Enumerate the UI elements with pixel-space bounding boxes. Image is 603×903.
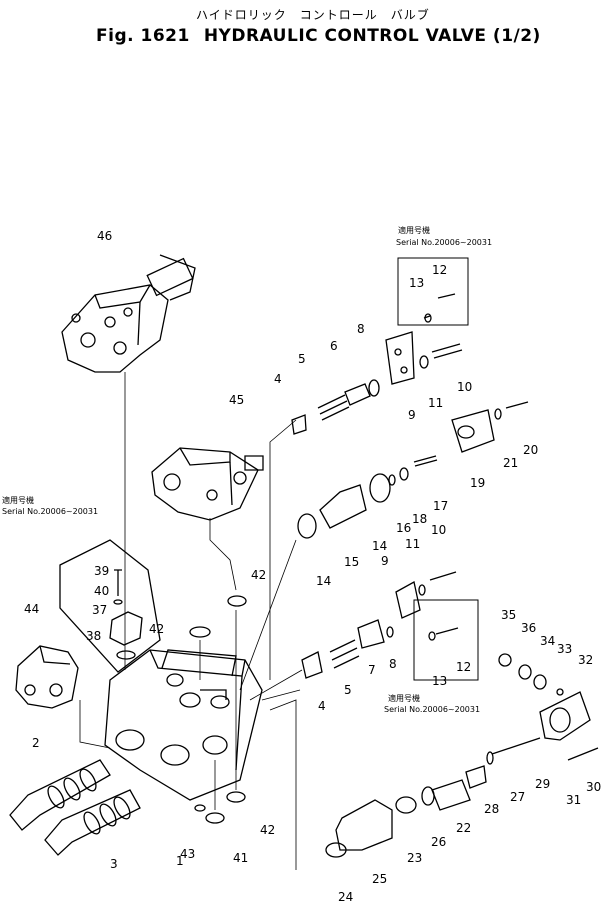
part-label: 44 <box>24 602 40 616</box>
part-label: 34 <box>540 634 556 648</box>
part-label: 42 <box>251 568 267 582</box>
callout-frame-left <box>60 540 160 672</box>
japanese-title: ハイドロリック コントロール バルブ <box>196 8 430 22</box>
note-serial-top: Serial No.20006~20031 <box>396 238 493 247</box>
part-label: 1 <box>176 854 184 868</box>
part-label: 11 <box>405 537 421 551</box>
part-label: 30 <box>586 780 602 794</box>
part-label: 26 <box>431 835 447 849</box>
part-label: 18 <box>412 512 428 526</box>
part-label: 4 <box>318 699 326 713</box>
note-serial-mid: Serial No.20006~20031 <box>384 705 481 714</box>
part-label: 38 <box>86 629 102 643</box>
figure-title: HYDRAULIC CONTROL VALVE (1/2) <box>203 26 541 46</box>
part-label: 28 <box>484 802 500 816</box>
part-label: 9 <box>381 554 389 568</box>
note-serial-left: Serial No.20006~20031 <box>2 507 99 516</box>
part-label: 12 <box>456 660 472 674</box>
part-label: 10 <box>457 380 473 394</box>
part-label: 42 <box>260 823 276 837</box>
part-label: 40 <box>94 584 110 598</box>
note-applicable-top: 適用号機 <box>398 226 430 235</box>
part-label: 25 <box>372 872 388 886</box>
part-label: 5 <box>298 352 306 366</box>
part-label: 39 <box>94 564 110 578</box>
part-1-valve-body <box>105 650 262 800</box>
part-label: 32 <box>578 653 594 667</box>
part-label: 35 <box>501 608 517 622</box>
part-label: 42 <box>149 622 165 636</box>
part-label: 31 <box>566 793 582 807</box>
part-label: 21 <box>503 456 519 470</box>
part-label: 17 <box>433 499 449 513</box>
figure-heading: Fig. 1621 HYDRAULIC CONTROL VALVE (1/2) <box>96 26 555 46</box>
part-46-assembly <box>62 255 195 372</box>
part-label: 41 <box>233 851 249 865</box>
part-label: 33 <box>557 642 573 656</box>
part-label: 2 <box>32 736 40 750</box>
part-label: 37 <box>92 603 108 617</box>
callout-frame-mid <box>414 600 478 680</box>
assembly-lines <box>80 372 302 870</box>
part-label: 10 <box>431 523 447 537</box>
part-label: 46 <box>97 229 113 243</box>
figure-number: Fig. 1621 <box>96 26 190 46</box>
part-label: 15 <box>344 555 360 569</box>
note-applicable-left: 適用号機 <box>2 496 34 505</box>
part-label: 23 <box>407 851 423 865</box>
part-label: 13 <box>432 674 448 688</box>
part-label: 8 <box>389 657 397 671</box>
part-label: 13 <box>409 276 425 290</box>
part-label: 20 <box>523 443 539 457</box>
part-label: 14 <box>316 574 332 588</box>
part-3-spool <box>45 790 140 855</box>
part-label: 3 <box>110 857 118 871</box>
part-label: 7 <box>368 663 376 677</box>
part-label: 12 <box>432 263 448 277</box>
part-label: 6 <box>330 339 338 353</box>
part-label: 36 <box>521 621 537 635</box>
part-label: 16 <box>396 521 412 535</box>
o-rings <box>190 596 246 823</box>
part-label: 11 <box>428 396 444 410</box>
part-label: 29 <box>535 777 551 791</box>
part-label: 22 <box>456 821 472 835</box>
callout-frame-top <box>398 258 468 325</box>
part-label: 43 <box>180 847 196 861</box>
note-applicable-mid: 適用号機 <box>388 694 420 703</box>
part-label: 14 <box>372 539 388 553</box>
part-45-cover <box>152 448 263 520</box>
part-label: 4 <box>274 372 282 386</box>
part-37-cap <box>110 570 142 659</box>
part-44-body <box>16 646 78 708</box>
right-side-parts <box>292 294 598 857</box>
part-2-spool <box>10 760 110 830</box>
part-label: 27 <box>510 790 526 804</box>
part-label: 45 <box>229 393 245 407</box>
part-label: 8 <box>357 322 365 336</box>
part-label: 19 <box>470 476 486 490</box>
part-label: 5 <box>344 683 352 697</box>
part-label: 9 <box>408 408 416 422</box>
part-label: 24 <box>338 890 354 903</box>
